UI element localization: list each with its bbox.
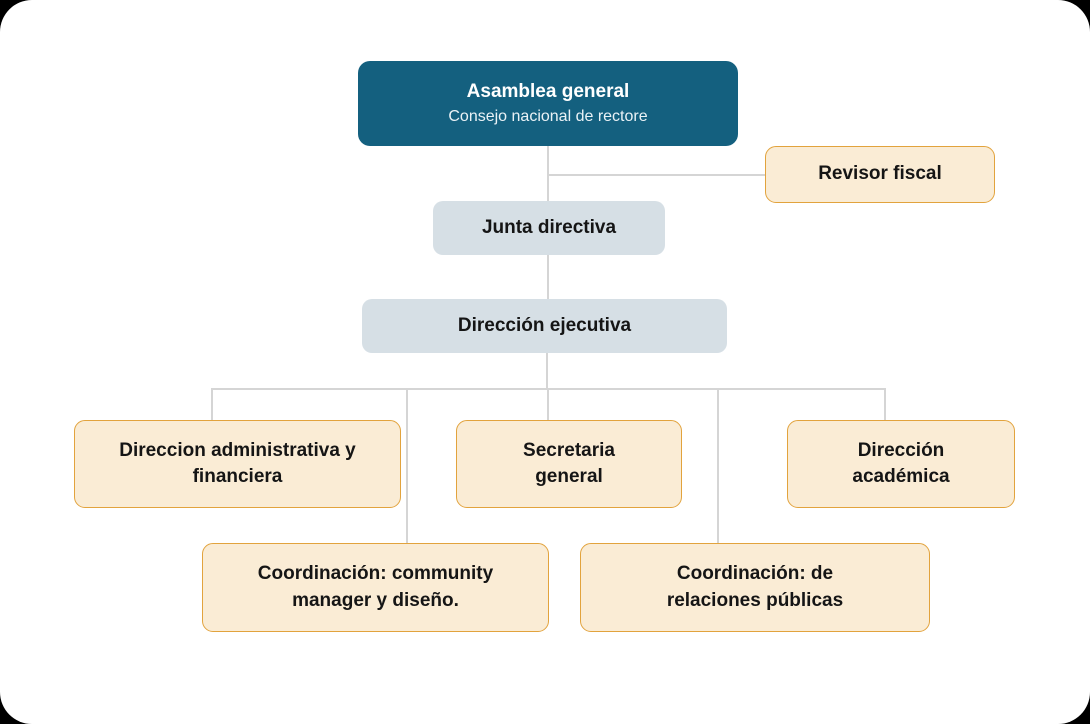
node-direccion-academica: Dirección académica — [787, 420, 1015, 508]
node-direccion-ejecutiva-title: Dirección ejecutiva — [457, 314, 632, 336]
node-revisor-fiscal-title: Revisor fiscal — [818, 163, 942, 185]
connector-bus-coordinacion-community — [406, 388, 408, 543]
connector-bus-coordinacion-relaciones — [717, 388, 719, 543]
node-direccion-academica-title: Dirección académica — [852, 439, 950, 487]
connector-bus-academica — [884, 388, 886, 420]
node-asamblea-general-subtitle: Consejo nacional de rectore — [448, 108, 648, 126]
node-coordinacion-community: Coordinación: community manager y diseño… — [202, 543, 549, 632]
node-asamblea-general-title: Asamblea general — [466, 80, 630, 102]
connector-ejecutiva-bus — [546, 353, 548, 388]
node-coordinacion-relaciones: Coordinación: de relaciones públicas — [580, 543, 930, 632]
node-secretaria-general: Secretaria general — [456, 420, 682, 508]
node-secretaria-general-title: Secretaria general — [523, 439, 615, 487]
node-direccion-administrativa: Direccion administrativa y financiera — [74, 420, 401, 508]
node-revisor-fiscal: Revisor fiscal — [765, 146, 995, 203]
node-direccion-ejecutiva: Dirección ejecutiva — [362, 299, 727, 353]
node-junta-directiva: Junta directiva — [433, 201, 665, 255]
connector-bus-administrativa — [211, 388, 213, 420]
node-asamblea-general: Asamblea general Consejo nacional de rec… — [358, 61, 738, 146]
connector-asamblea-junta — [547, 146, 549, 201]
node-direccion-administrativa-title: Direccion administrativa y financiera — [119, 439, 356, 487]
node-junta-directiva-title: Junta directiva — [481, 216, 617, 238]
node-coordinacion-relaciones-title: Coordinación: de relaciones públicas — [666, 563, 844, 611]
connector-bus-secretaria — [547, 388, 549, 420]
node-coordinacion-community-title: Coordinación: community manager y diseño… — [257, 563, 494, 611]
connector-asamblea-revisor — [547, 174, 765, 176]
connector-junta-ejecutiva — [547, 255, 549, 299]
